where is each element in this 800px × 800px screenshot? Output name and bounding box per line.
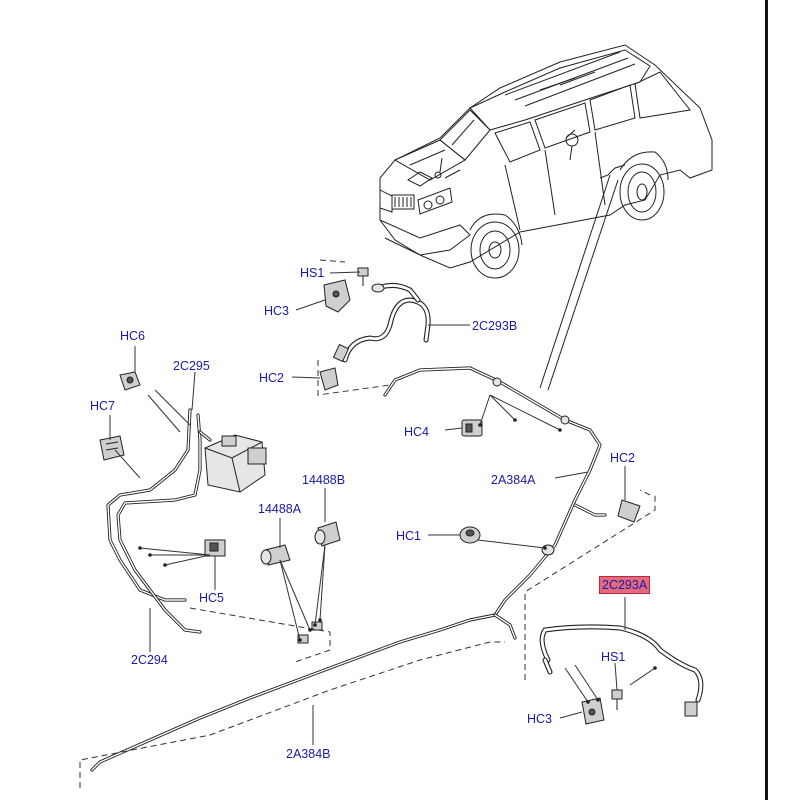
- label-2c293a-highlighted[interactable]: 2C293A: [599, 576, 651, 594]
- label-hc2-top[interactable]: HC2: [259, 371, 285, 385]
- leader-car-to-pipe: [539, 174, 611, 389]
- leader-lines: [109, 271, 656, 745]
- dashed-boundary-bottom: [79, 641, 505, 788]
- bottom-hose-assembly: [539, 624, 704, 725]
- main-brake-pipes: [90, 366, 641, 772]
- label-hs1-bottom[interactable]: HS1: [601, 650, 626, 664]
- label-14488a[interactable]: 14488A: [258, 502, 302, 516]
- label-hc6[interactable]: HC6: [120, 329, 146, 343]
- label-hc1[interactable]: HC1: [396, 529, 422, 543]
- label-2c295[interactable]: 2C295: [173, 359, 210, 373]
- label-hc2-right[interactable]: HC2: [610, 451, 636, 465]
- leader-arrowheads: [138, 418, 657, 704]
- label-2a384a[interactable]: 2A384A: [491, 473, 536, 487]
- frame-border: [765, 0, 768, 800]
- vehicle-illustration: [379, 44, 713, 279]
- left-abs-assembly: [99, 371, 341, 663]
- label-2a384b[interactable]: 2A384B: [286, 747, 331, 761]
- label-hc3-top[interactable]: HC3: [264, 304, 290, 318]
- label-hc3-bottom[interactable]: HC3: [527, 712, 553, 726]
- label-2c294[interactable]: 2C294: [131, 653, 168, 667]
- label-hc4[interactable]: HC4: [404, 425, 430, 439]
- label-2c293b[interactable]: 2C293B: [472, 319, 518, 333]
- label-hc5[interactable]: HC5: [199, 591, 225, 605]
- label-hc7[interactable]: HC7: [90, 399, 116, 413]
- label-14488b[interactable]: 14488B: [302, 473, 346, 487]
- label-hs1-top[interactable]: HS1: [300, 266, 325, 280]
- top-hose-assembly: [317, 259, 431, 396]
